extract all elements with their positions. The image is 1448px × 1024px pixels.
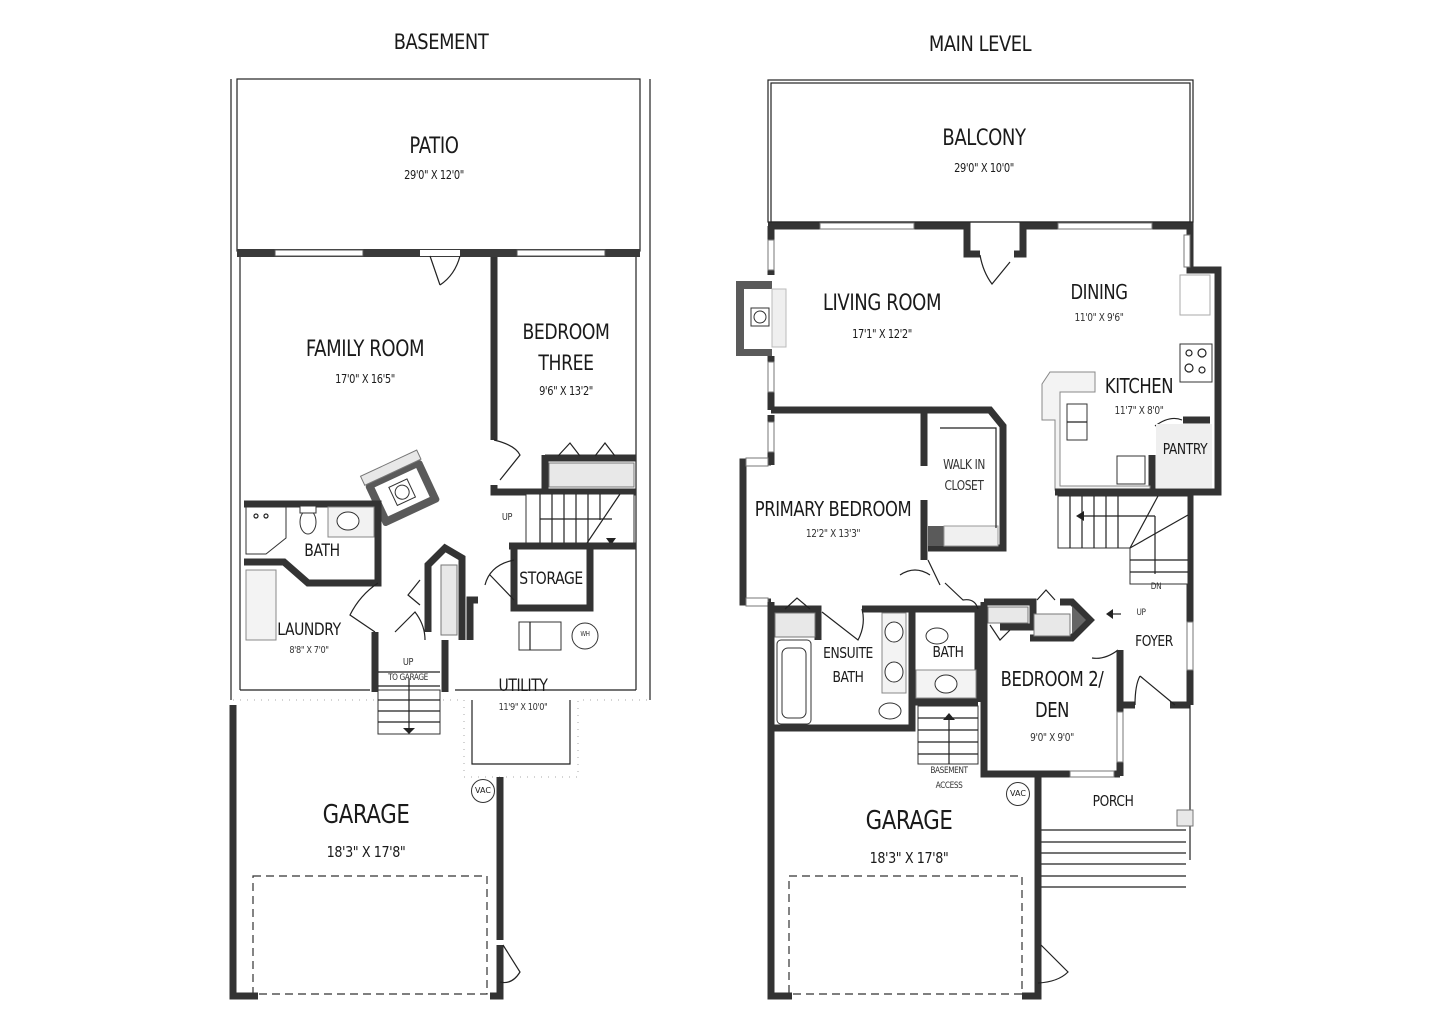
room-dim-patio: 29'0" X 12'0" — [404, 168, 464, 182]
room-name-dining: DINING — [1070, 280, 1128, 304]
room-dim-primary-bedroom: 12'2" X 13'3" — [805, 527, 861, 540]
sink-icon — [884, 661, 904, 683]
room-name-balcony: BALCONY — [942, 126, 1026, 151]
room-name-bedroom2-den-line1: BEDROOM 2/ — [1000, 667, 1104, 691]
to-garage-up-label: UP — [402, 657, 414, 668]
foundation-band — [230, 79, 651, 778]
stair-dn-label: DN — [1150, 582, 1162, 592]
stove-icon — [1179, 343, 1213, 383]
to-garage-label: TO GARAGE — [388, 673, 428, 683]
room-name-ensuite-bath-line1: ENSUITE — [823, 644, 873, 662]
room-name-kitchen: KITCHEN — [1104, 374, 1174, 398]
room-name-main-garage: GARAGE — [865, 806, 953, 836]
window — [274, 249, 364, 257]
room-name-porch: PORCH — [1092, 792, 1134, 810]
main-level-plan — [736, 79, 1222, 1000]
sink-icon — [934, 674, 958, 694]
room-name-living-room: LIVING ROOM — [822, 291, 942, 316]
basement-access-stairs — [917, 705, 979, 765]
room-dim-balcony: 29'0" X 10'0" — [954, 161, 1014, 175]
room-name-walk-in-closet-line1: WALK IN — [943, 458, 985, 473]
patio-door-opening — [420, 250, 460, 256]
room-name-basement-garage: GARAGE — [322, 800, 410, 830]
floor-title-basement: BASEMENT — [393, 30, 489, 54]
basement-stairs — [525, 493, 635, 547]
kitchen-island — [1041, 371, 1151, 491]
stairs-to-garage — [377, 671, 441, 735]
room-name-bedroom-three-line2: THREE — [538, 351, 594, 375]
toilet-icon — [878, 702, 902, 720]
room-dim-utility: 11'9" X 10'0" — [498, 702, 548, 713]
window — [516, 249, 606, 257]
room-name-main-bath: BATH — [932, 643, 964, 661]
sink-icon — [336, 511, 360, 531]
water-heater-label: WH — [580, 630, 590, 638]
stair-up-label-main: UP — [1136, 608, 1146, 618]
fireplace — [359, 449, 440, 527]
room-dim-family-room: 17'0" X 16'5" — [335, 372, 395, 386]
room-name-laundry: LAUNDRY — [277, 620, 341, 640]
room-dim-bedroom-three: 9'6" X 13'2" — [539, 384, 593, 398]
patio-door-swing — [429, 255, 461, 286]
room-dim-laundry: 8'8" X 7'0" — [289, 645, 329, 656]
window — [1057, 222, 1153, 230]
garage-door — [788, 875, 1023, 995]
central-vac-icon-main: VAC — [1006, 782, 1030, 806]
garage-door — [252, 875, 488, 995]
room-name-bedroom-three-line1: BEDROOM — [522, 320, 610, 344]
floor-title-main-level: MAIN LEVEL — [928, 32, 1032, 56]
room-name-family-room: FAMILY ROOM — [305, 337, 425, 362]
room-name-bedroom2-den-line2: DEN — [1034, 698, 1070, 722]
room-name-basement-bath: BATH — [304, 541, 340, 561]
patio-outline — [236, 78, 641, 252]
toilet-icon — [925, 627, 949, 645]
window — [819, 222, 915, 230]
room-name-storage: STORAGE — [519, 569, 583, 589]
room-dim-bedroom2-den: 9'0" X 9'0" — [1030, 731, 1074, 744]
room-dim-kitchen: 11'7" X 8'0" — [1114, 404, 1164, 417]
basement-plan — [230, 78, 651, 1000]
garage-side-door-swing — [499, 944, 521, 984]
room-name-foyer: FOYER — [1135, 632, 1173, 650]
room-dim-living-room: 17'1" X 12'2" — [852, 327, 912, 341]
room-name-primary-bedroom: PRIMARY BEDROOM — [754, 497, 912, 521]
central-vac-icon: VAC — [471, 779, 495, 803]
fireplace — [736, 281, 787, 356]
basement-access-label-line1: BASEMENT — [930, 766, 968, 776]
basement-access-label-line2: ACCESS — [935, 781, 963, 791]
dishwasher-icon — [1116, 455, 1146, 485]
main-stairs — [1057, 495, 1189, 585]
sink-icon — [884, 621, 904, 643]
room-name-patio: PATIO — [409, 134, 459, 159]
room-name-ensuite-bath-line2: BATH — [832, 668, 864, 686]
room-dim-basement-garage: 18'3" X 17'8" — [326, 843, 406, 861]
garage-side-door-swing — [1037, 944, 1069, 984]
room-name-walk-in-closet-line2: CLOSET — [944, 479, 984, 494]
balcony-door-swing — [979, 254, 1011, 285]
room-dim-main-garage: 18'3" X 17'8" — [869, 849, 949, 867]
toilet-icon — [299, 509, 317, 535]
room-name-pantry: PANTRY — [1162, 440, 1208, 458]
room-dim-dining: 11'0" X 9'6" — [1074, 311, 1124, 324]
stair-up-label: UP — [501, 512, 513, 523]
water-heater-icon — [571, 622, 599, 650]
room-name-utility: UTILITY — [498, 676, 548, 696]
balcony-outline — [767, 79, 1194, 223]
furnace-icon — [518, 621, 562, 651]
